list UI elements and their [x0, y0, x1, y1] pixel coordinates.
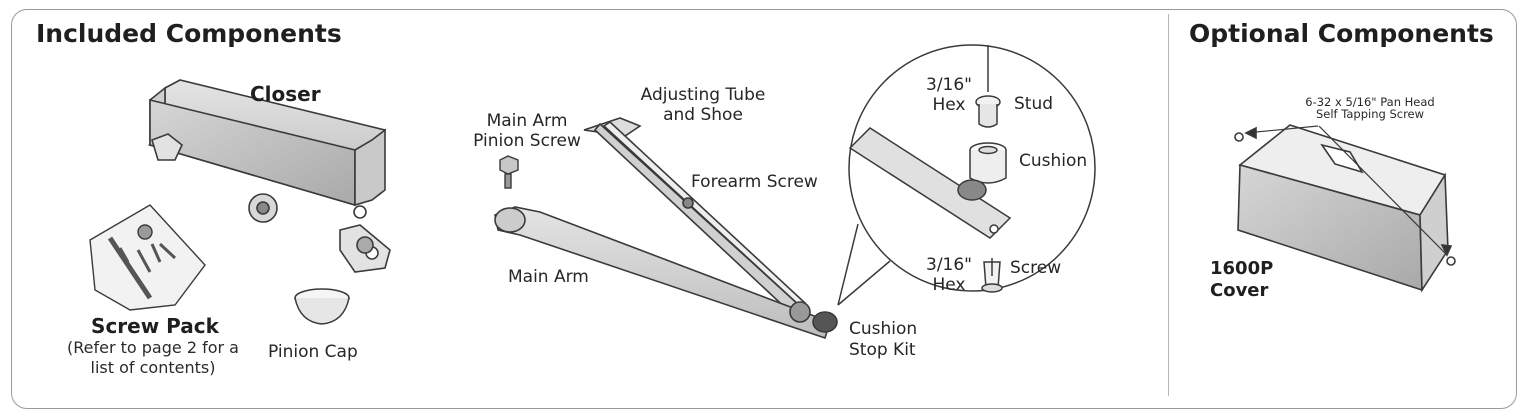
section-divider	[1168, 14, 1170, 396]
cushion-label: Cushion	[1019, 151, 1088, 171]
forearm-screw-label: Forearm Screw	[691, 172, 818, 192]
adjusting-tube-label-1: Adjusting Tube	[640, 85, 766, 105]
closer-label: Closer	[250, 82, 321, 106]
cover-label-2: Cover	[1210, 280, 1269, 301]
closer-illustration	[147, 79, 391, 273]
pan-head-screw-label-2: Self Tapping Screw	[1315, 107, 1425, 121]
optional-components-title: Optional Components	[1189, 19, 1494, 48]
pinion-cap-label: Pinion Cap	[268, 342, 358, 362]
pinion-cap-illustration	[294, 288, 350, 325]
cushion-stop-detail	[837, 44, 1096, 306]
screw-pack-illustration	[89, 204, 206, 311]
arm-assembly-illustration	[494, 117, 838, 340]
main-arm-pinion-screw-label-1: Main Arm	[486, 111, 568, 131]
main-arm-label: Main Arm	[508, 267, 589, 287]
main-arm-pinion-screw-label-2: Pinion Screw	[473, 131, 581, 151]
screw-pack-note-2: list of contents)	[90, 358, 216, 377]
hex-bottom-label-2: Hex	[932, 275, 966, 295]
cover-illustration	[1234, 124, 1456, 293]
hex-bottom-label-1: 3/16"	[926, 255, 972, 275]
stud-label: Stud	[1014, 94, 1054, 114]
hex-top-label-2: Hex	[932, 95, 966, 115]
included-components-title: Included Components	[36, 19, 342, 48]
screw-label: Screw	[1010, 258, 1062, 278]
cushion-stop-kit-label-1: Cushion	[849, 319, 918, 339]
adjusting-tube-label-2: and Shoe	[663, 105, 743, 125]
hex-top-label-1: 3/16"	[926, 75, 972, 95]
pinion-screw-illustration	[499, 155, 519, 189]
screw-pack-title: Screw Pack	[91, 314, 219, 338]
panel-frame	[11, 9, 1517, 409]
cover-label-1: 1600P	[1210, 258, 1274, 279]
cushion-stop-kit-label-2: Stop Kit	[849, 340, 916, 360]
pan-head-screw-label-1: 6-32 x 5/16" Pan Head	[1305, 95, 1435, 109]
screw-pack-note-1: (Refer to page 2 for a	[67, 338, 239, 357]
